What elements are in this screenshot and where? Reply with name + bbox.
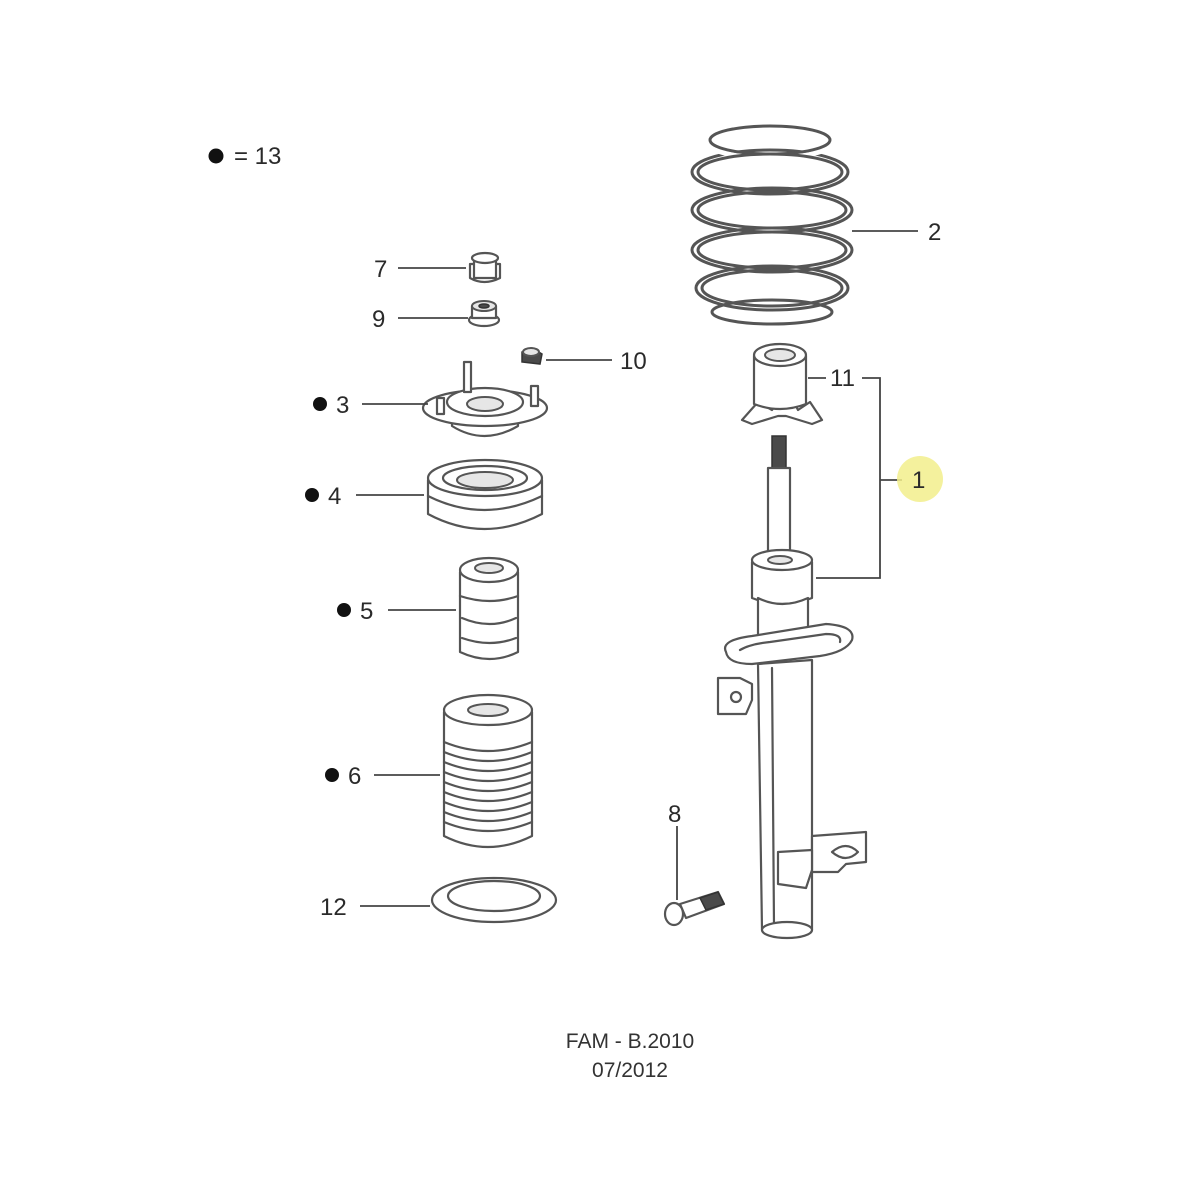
callout-4-dot-icon bbox=[305, 488, 319, 502]
callout-11: 11 bbox=[830, 365, 855, 392]
callout-2: 2 bbox=[928, 219, 941, 246]
callout-5-dot-icon bbox=[337, 603, 351, 617]
top-mount-part bbox=[421, 360, 549, 437]
callout-10: 10 bbox=[620, 348, 647, 375]
callout-1-highlight bbox=[897, 456, 943, 502]
bolt-part bbox=[663, 890, 726, 927]
callout-3: 3 bbox=[336, 392, 349, 419]
drawing-code: FAM - B.2010 bbox=[566, 1030, 694, 1053]
callout-1: 1 bbox=[912, 467, 925, 494]
legend: = 13 bbox=[208, 143, 281, 170]
callout-3-dot-icon bbox=[313, 397, 327, 411]
callout-4: 4 bbox=[328, 483, 341, 510]
callout-12: 12 bbox=[320, 894, 347, 921]
callout-5: 5 bbox=[360, 598, 373, 625]
drawing-date: 07/2012 bbox=[592, 1059, 668, 1082]
bracket-1 bbox=[816, 377, 881, 579]
strut-bearing-part bbox=[426, 458, 544, 531]
callout-7: 7 bbox=[374, 256, 387, 283]
legend-dot-icon bbox=[208, 148, 224, 164]
legend-text: = 13 bbox=[234, 143, 281, 170]
spring-pad-part bbox=[430, 876, 558, 924]
callout-9: 9 bbox=[372, 306, 385, 333]
callout-8: 8 bbox=[668, 801, 681, 828]
callout-6-dot-icon bbox=[325, 768, 339, 782]
bushing-part bbox=[468, 251, 502, 284]
strut-assembly-part bbox=[716, 435, 868, 940]
small-nut-part bbox=[521, 347, 543, 365]
dust-cup-part bbox=[740, 342, 824, 426]
dust-boot-part bbox=[442, 693, 534, 849]
flange-nut-part bbox=[467, 300, 501, 328]
callout-6: 6 bbox=[348, 763, 361, 790]
coil-spring-part bbox=[690, 119, 854, 326]
bump-stop-part bbox=[458, 556, 520, 661]
